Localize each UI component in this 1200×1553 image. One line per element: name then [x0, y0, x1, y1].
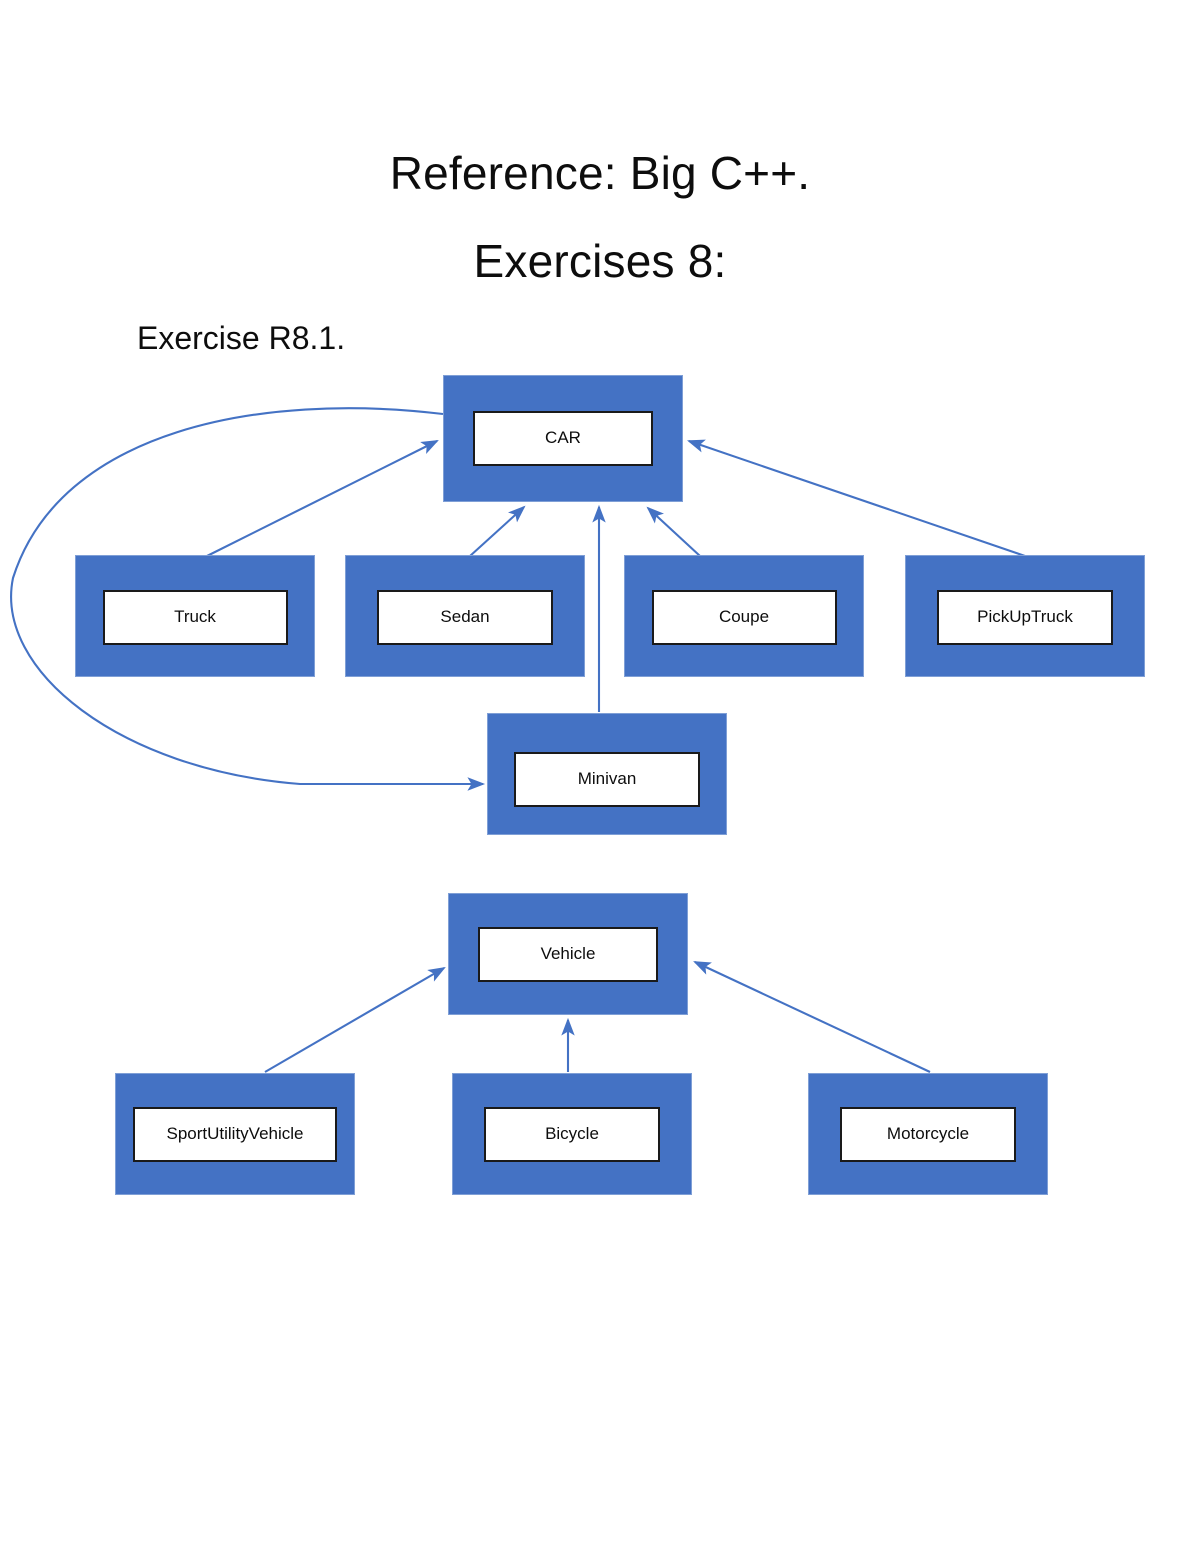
class-node-minivan-inner: Minivan	[514, 752, 700, 807]
page-title-line-2: Exercises 8:	[473, 235, 727, 287]
class-node-bicycle-inner: Bicycle	[484, 1107, 660, 1162]
class-label-coupe: Coupe	[718, 607, 770, 627]
class-node-truck[interactable]: Truck	[75, 555, 315, 677]
edge-pickuptruck-to-car	[687, 439, 1026, 557]
class-label-car: CAR	[545, 428, 581, 448]
class-label-motorcycle: Motorcycle	[886, 1124, 970, 1144]
class-label-pickuptruck: PickUpTruck	[977, 607, 1073, 627]
page-title-line-1: Reference: Big C++.	[389, 147, 811, 199]
class-node-coupe-inner: Coupe	[651, 590, 837, 645]
edge-truck-to-car	[204, 440, 439, 558]
class-node-motorcycle-inner: Motorcycle	[840, 1107, 1016, 1162]
edge-sportutilityvehicle-to-vehicle	[264, 966, 446, 1073]
class-label-vehicle: Vehicle	[540, 944, 596, 964]
edge-motorcycle-to-vehicle	[693, 961, 931, 1073]
class-node-vehicle[interactable]: Vehicle	[448, 893, 688, 1015]
class-label-bicycle: Bicycle	[545, 1124, 599, 1144]
class-label-sportutilityvehicle: SportUtilityVehicle	[166, 1124, 304, 1144]
class-node-car-inner: CAR	[473, 411, 653, 466]
class-node-pickuptruck-inner: PickUpTruck	[937, 590, 1113, 645]
class-label-truck: Truck	[174, 607, 216, 627]
exercise-label: Exercise R8.1.	[137, 320, 346, 356]
class-node-sedan-inner: Sedan	[377, 590, 553, 645]
class-node-car[interactable]: CAR	[443, 375, 683, 502]
class-label-minivan: Minivan	[577, 769, 637, 789]
class-node-sportutilityvehicle[interactable]: SportUtilityVehicle	[115, 1073, 355, 1195]
class-label-sedan: Sedan	[440, 607, 490, 627]
class-node-truck-inner: Truck	[102, 590, 288, 645]
class-node-bicycle[interactable]: Bicycle	[452, 1073, 692, 1195]
class-node-vehicle-inner: Vehicle	[478, 927, 658, 982]
class-node-sportutilityvehicle-inner: SportUtilityVehicle	[133, 1107, 337, 1162]
class-node-coupe[interactable]: Coupe	[624, 555, 864, 677]
edge-sedan-to-car	[469, 505, 526, 557]
class-node-sedan[interactable]: Sedan	[345, 555, 585, 677]
edge-coupe-to-car	[646, 506, 701, 557]
class-node-motorcycle[interactable]: Motorcycle	[808, 1073, 1048, 1195]
class-node-pickuptruck[interactable]: PickUpTruck	[905, 555, 1145, 677]
class-node-minivan[interactable]: Minivan	[487, 713, 727, 835]
